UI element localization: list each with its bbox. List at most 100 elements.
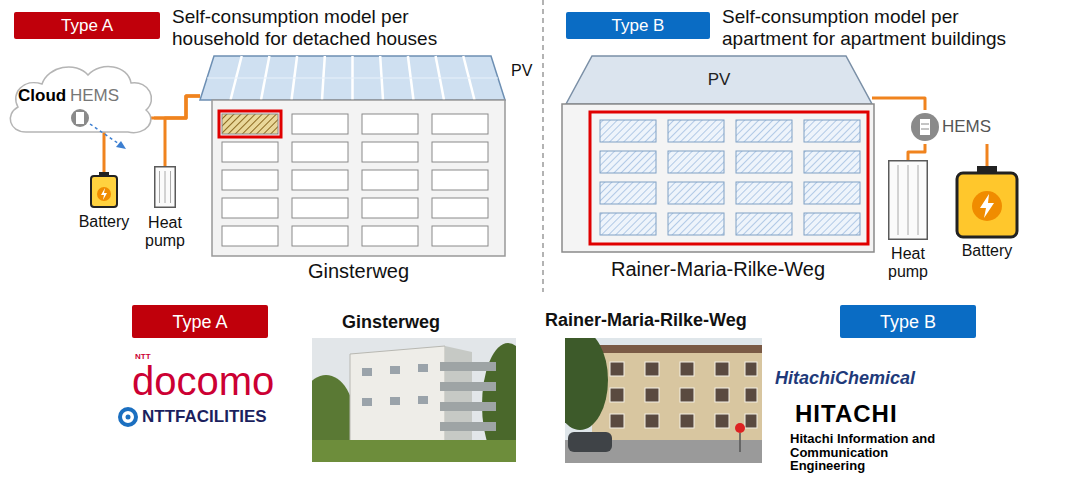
heat-pump-icon: Heat pump	[154, 166, 176, 208]
apartment-unit	[600, 120, 656, 142]
photo-window	[390, 366, 400, 374]
power-line	[872, 98, 925, 110]
heat-pump-label: Heat pump	[137, 214, 193, 249]
household-unit	[222, 226, 278, 246]
household-unit	[292, 198, 348, 218]
household-unit	[362, 198, 418, 218]
company-logo: HITACHI	[795, 400, 898, 428]
power-line	[154, 96, 200, 118]
photo-balcony	[440, 362, 496, 371]
pv-roof: PV	[566, 56, 872, 104]
heat-pump-fin	[159, 171, 160, 203]
buildingB-drawing	[562, 104, 874, 252]
highlight-frame	[590, 112, 868, 244]
company-logo: HitachiChemical	[775, 368, 915, 389]
buildingA-drawing	[212, 100, 505, 256]
heatpumpB-drawing	[888, 160, 928, 240]
control-arrowhead	[116, 141, 126, 149]
pv-label: PV	[511, 62, 532, 80]
photo-building	[350, 346, 445, 446]
photo-car	[568, 432, 612, 452]
heat-pump-label: Heat pump	[880, 245, 936, 280]
battery-badge	[972, 191, 1002, 221]
hems-icon	[71, 109, 89, 127]
photo-ginsterweg	[312, 338, 516, 462]
apartment-unit	[804, 182, 860, 204]
photo-sign-post	[739, 433, 741, 452]
logo-small-text: NTT	[135, 352, 151, 361]
model-description: Self-consumption model per apartment for…	[722, 6, 1047, 50]
pv-panel-array	[200, 56, 505, 100]
heat-pump-icon: Heat pump	[888, 160, 928, 240]
model-description: Self-consumption model per household for…	[172, 6, 472, 50]
type-badge: Type B	[840, 305, 976, 338]
photo-window	[362, 398, 372, 406]
hems-label: HEMS	[942, 117, 991, 137]
apartment-unit	[804, 120, 860, 142]
apartment-unit	[600, 182, 656, 204]
power-line	[986, 144, 989, 166]
heat-pump-fin	[918, 165, 919, 235]
photo-window	[418, 364, 428, 372]
photo-rainer-maria-rilke-weg	[565, 338, 762, 463]
hems-icon-server	[920, 119, 930, 135]
photo-balcony	[440, 402, 496, 411]
company-name: Hitachi Information and Communication En…	[790, 432, 965, 473]
apartment-unit	[668, 151, 724, 173]
hems-unit: HEMS	[910, 110, 996, 144]
household-unit	[292, 170, 348, 190]
household-unit	[222, 170, 278, 190]
logo-ring	[120, 409, 136, 425]
household-unit	[362, 114, 418, 134]
building-name: Rainer-Maria-Rilke-Weg	[611, 258, 825, 281]
badge-text: Type A	[61, 16, 113, 36]
photo-building	[592, 352, 762, 442]
household-unit	[222, 198, 278, 218]
hems-icon	[911, 113, 939, 141]
apartment-unit	[804, 213, 860, 235]
badge-text: Type A	[172, 311, 227, 332]
photo-roof	[592, 345, 762, 353]
household-unit	[432, 170, 488, 190]
photo-sign	[735, 423, 745, 433]
apartment-unit	[736, 120, 792, 142]
battery-body	[957, 173, 1017, 237]
battery-label: Battery	[79, 213, 130, 231]
apartment-unit	[668, 213, 724, 235]
highlight-frame	[219, 111, 281, 137]
household-unit	[362, 226, 418, 246]
photo-window	[390, 397, 400, 405]
apartment-unit	[736, 151, 792, 173]
site-name: Rainer-Maria-Rilke-Weg	[545, 310, 747, 331]
pv-panel-line	[207, 78, 498, 79]
pv-roof: PV	[200, 56, 505, 100]
photo-grass	[312, 440, 516, 462]
roofA-drawing	[200, 56, 505, 100]
household-unit	[432, 114, 488, 134]
household-unit	[362, 142, 418, 162]
company-logo: docomo	[132, 361, 274, 401]
household-unit	[292, 142, 348, 162]
apartment-unit	[804, 151, 860, 173]
household-unit	[292, 114, 348, 134]
pv-label: PV	[708, 70, 731, 90]
divider-line	[542, 0, 544, 292]
photo-balcony	[440, 422, 496, 431]
apartment-unit	[600, 213, 656, 235]
household-unit	[222, 142, 278, 162]
photo-windows	[610, 362, 757, 428]
heat-pump-body	[155, 167, 176, 208]
household-unit	[432, 198, 488, 218]
detached-building: Ginsterweg	[212, 100, 505, 256]
household-unit	[362, 170, 418, 190]
heat-pump-fin	[165, 171, 166, 203]
apartment-unit	[736, 182, 792, 204]
building-facade	[562, 104, 874, 252]
photo-window	[362, 368, 372, 376]
power-line	[908, 144, 925, 160]
heat-pump-fin	[170, 171, 171, 203]
type-badge: Type A	[132, 305, 268, 338]
heat-pump-fin	[908, 165, 909, 235]
type-badge: Type B	[566, 12, 710, 39]
household-unit	[292, 226, 348, 246]
